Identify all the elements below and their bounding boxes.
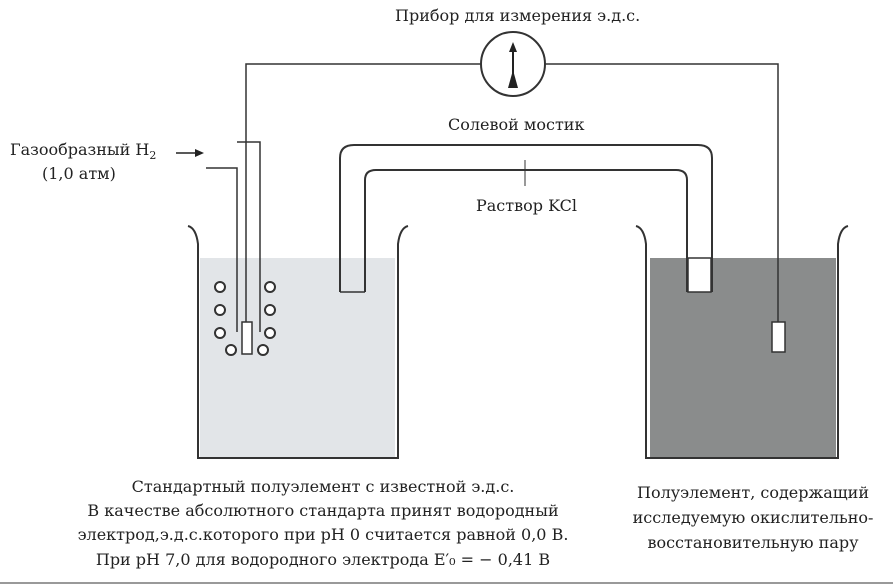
salt-bridge-outer: [339, 144, 713, 292]
left-beaker: [187, 225, 409, 459]
bubble: [264, 304, 276, 316]
wire-left: [245, 63, 481, 322]
gas-label-subscript: 2: [149, 149, 157, 163]
salt-bridge-inner: [364, 169, 688, 292]
right-caption-line3: восстановительную пару: [647, 533, 859, 552]
bubble: [214, 304, 226, 316]
left-caption-line1: Стандартный полуэлемент с известной э.д.…: [131, 477, 515, 496]
gas-label-main: Газообразный H: [10, 140, 150, 159]
hydrogen-electrode-plate: [241, 321, 253, 355]
gas-label: Газообразный H2: [10, 140, 157, 163]
bubble: [264, 281, 276, 293]
right-solution: [650, 258, 836, 458]
right-caption-line1: Полуэлемент, содержащий: [637, 483, 869, 502]
meter-needle-icon: [508, 42, 518, 88]
bubble: [257, 344, 269, 356]
gas-arrow-icon: [195, 149, 204, 157]
gas-pressure-label: (1,0 атм): [42, 164, 116, 183]
wire-right: [545, 63, 779, 325]
right-beaker: [635, 225, 849, 459]
bubble: [264, 327, 276, 339]
redox-electrode: [771, 321, 786, 353]
bubble: [214, 327, 226, 339]
right-caption-line2: исследуемую окислительно-: [632, 508, 874, 527]
left-caption-line3: электрод,э.д.с.которого при pH 0 считает…: [77, 525, 569, 544]
hydrogen-tube: [206, 141, 261, 332]
kcl-solution-label: Раствор KCl: [476, 196, 577, 215]
meter-label: Прибор для измерения э.д.с.: [395, 6, 641, 25]
salt-bridge-label: Солевой мостик: [448, 115, 585, 134]
left-caption-line2: В качестве абсолютного стандарта принят …: [87, 501, 559, 520]
bubble: [225, 344, 237, 356]
bubble: [214, 281, 226, 293]
salt-bridge-end-right: [687, 257, 712, 293]
left-caption-line4: При pH 7,0 для водородного электрода E′₀…: [95, 550, 551, 569]
